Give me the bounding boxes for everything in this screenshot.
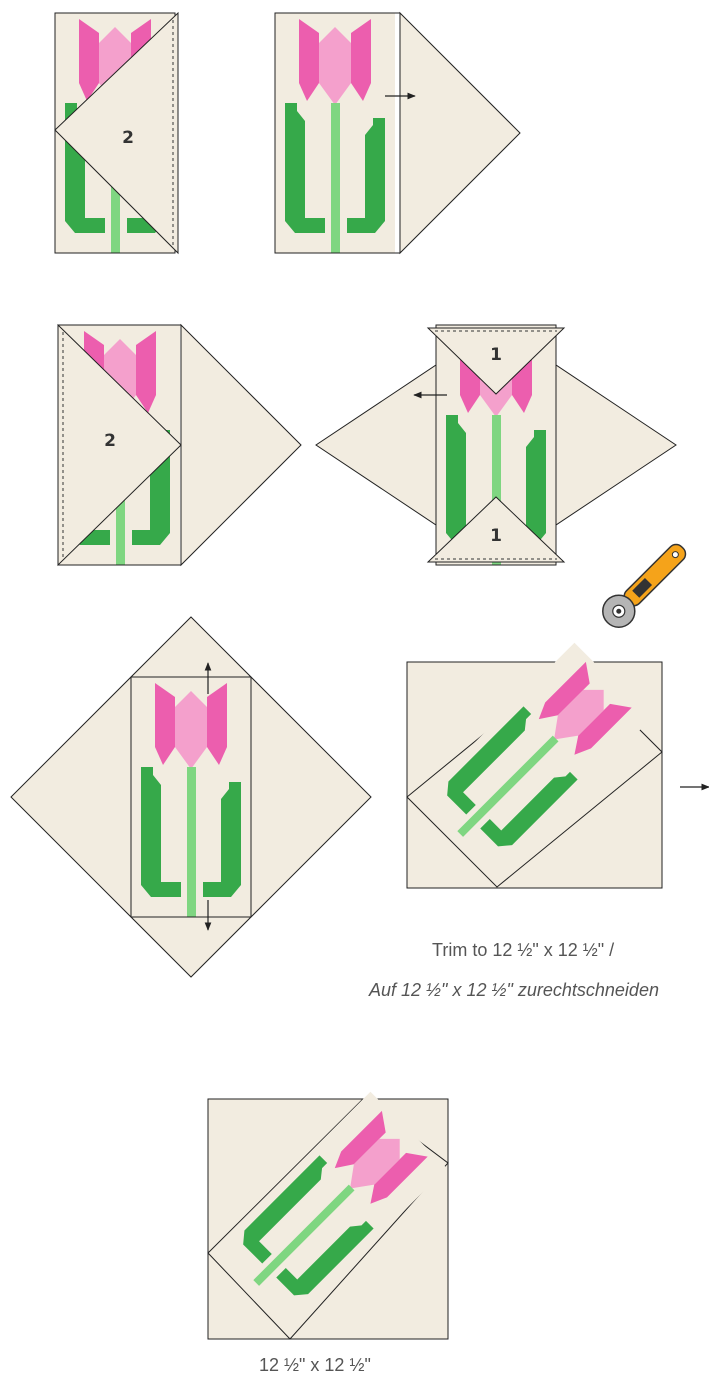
- step1-triangle-label: 2: [122, 128, 134, 148]
- final-block: [208, 1092, 448, 1339]
- step2-triangle-label: 2: [104, 431, 116, 451]
- step3-diamond: 1 1: [316, 325, 676, 565]
- step3-top-triangle-label: 1: [490, 345, 502, 365]
- final-size-label: 12 ½" x 12 ½": [259, 1355, 371, 1376]
- step1-block: 2: [55, 13, 178, 253]
- trim-caption-de: Auf 12 ½" x 12 ½" zurechtschneiden: [369, 980, 659, 1001]
- step2-block: 2: [58, 325, 301, 565]
- step3-bottom-triangle-label: 1: [490, 526, 502, 546]
- step4-diamond: [11, 617, 371, 977]
- trim-square: [407, 643, 709, 888]
- step1-unfolded: [275, 13, 520, 253]
- trim-caption-en: Trim to 12 ½" x 12 ½" /: [432, 940, 614, 961]
- rotary-cutter-icon: [596, 536, 694, 634]
